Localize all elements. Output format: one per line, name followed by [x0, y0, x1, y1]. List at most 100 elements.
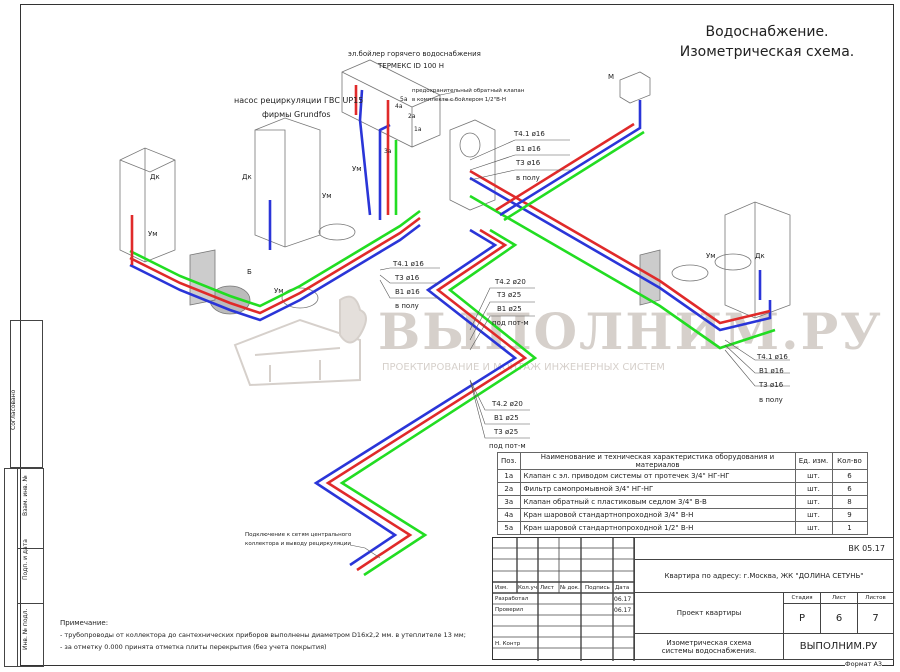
cell-name: Кран шаровой стандартнопроходной 3/4" В-…: [519, 508, 796, 522]
position-marker: 3а: [384, 148, 392, 155]
position-marker: 5а: [400, 96, 408, 103]
collector-cold: [378, 123, 391, 220]
pipe-label: в полу: [759, 396, 783, 404]
title-block-grid: [493, 538, 635, 661]
fixture-label: Дк: [242, 173, 252, 181]
fixture-label: Ум: [148, 230, 158, 238]
pipe-label: В1 ø16: [395, 288, 420, 296]
position-marker: 4а: [395, 103, 403, 110]
position-marker: 2а: [408, 113, 416, 120]
header-pos: Поз.: [497, 452, 521, 470]
header-qty: Кол-во: [831, 452, 868, 470]
cell-unit: шт.: [794, 508, 833, 522]
riser-hot-pipe: [325, 228, 528, 572]
cell-pos: 1а: [497, 469, 521, 483]
pipe-label: под пот-м: [492, 319, 529, 327]
riser-recirc-pipe: [339, 228, 538, 577]
sheets-value: 7: [857, 603, 894, 634]
right-hot-pipe: [469, 169, 771, 325]
pipe-label: Т3 ø25: [497, 291, 522, 299]
connection-label-1: Подключение к сетям центрального: [245, 532, 352, 538]
project-name: Проект квартиры: [634, 592, 784, 634]
company-name: ВЫПОЛНИМ.РУ: [783, 633, 894, 660]
pipe-label: Т3 ø16: [759, 381, 784, 389]
header-unit: Ед. изм.: [794, 452, 833, 470]
fixture-label: Дк: [755, 252, 765, 260]
page-title: Водоснабжение. Изометрическая схема.: [679, 24, 855, 60]
cell-unit: шт.: [794, 469, 833, 483]
col-doc: № док.: [560, 585, 580, 591]
address: Квартира по адресу: г.Москва, ЖК "ДОЛИНА…: [634, 559, 894, 593]
cell-unit: шт.: [794, 495, 833, 509]
norm-control-label: Н. Контр: [495, 641, 521, 647]
fixture-label: Ум: [706, 252, 716, 260]
m-hot-pipe: [495, 122, 635, 212]
fixture-label: Ум: [352, 165, 362, 173]
fixture-label: Б: [247, 268, 252, 276]
fixture-label: Ум: [274, 287, 284, 295]
valve-label-1: предохранительный обратный клапан: [412, 88, 525, 94]
right-recirc-pipe: [469, 194, 776, 350]
pipe-label: Т4.1 ø16: [757, 353, 788, 361]
shower-cabin-left: [119, 147, 176, 263]
drawing-frame: [20, 4, 894, 666]
drawing-name: Изометрическая схема системы водоснабжен…: [634, 633, 784, 660]
col-date: Дата: [615, 585, 630, 591]
left-hot-pipe: [129, 216, 421, 315]
format-label: Формат А3: [845, 660, 883, 668]
title-block: Изм. Кол.уч. Лист № док. Подпись Дата Ра…: [492, 537, 894, 661]
spec-table: Поз. Наименование и техническая характер…: [497, 452, 868, 535]
cell-name: Клапан обратный с пластиковым седлом 3/4…: [519, 495, 796, 509]
pipe-label: Т3 ø25: [494, 428, 519, 436]
sink-m: [619, 71, 651, 104]
connection-label-2: коллектора и выводу рециркуляции: [245, 541, 351, 547]
cell-qty: 6: [831, 482, 868, 496]
boiler: [341, 59, 441, 148]
cell-pos: 3а: [497, 495, 521, 509]
col-kol: Кол.уч.: [518, 585, 539, 591]
valve-label-2: в комплекте с бойлером 1/2"В-Н: [412, 97, 507, 103]
developed-label: Разработал: [495, 596, 529, 602]
drawing-code: ВК 05.17: [634, 537, 894, 560]
watermark-house-icon: [233, 295, 367, 387]
pipe-label: под пот-м: [489, 442, 526, 450]
note-item: - за отметку 0.000 принята отметка плиты…: [60, 643, 327, 651]
pipe-label: в полу: [516, 174, 540, 182]
pump-label-2: фирмы Grundfos: [262, 110, 331, 119]
cell-name: Фильтр самопромывной 3/4" НГ-НГ: [519, 482, 796, 496]
checked-label: Проверил: [495, 607, 524, 613]
cell-pos: 4а: [497, 508, 521, 522]
pipe-label: Т3 ø16: [516, 159, 541, 167]
fixture-label: Ум: [322, 192, 332, 200]
position-marker: 1а: [414, 126, 422, 133]
cell-qty: 9: [831, 508, 868, 522]
note-item: - трубопроводы от коллектора до сантехни…: [60, 631, 466, 639]
pipe-label: В1 ø16: [759, 367, 784, 375]
fixture-label: М: [608, 73, 615, 81]
cell-name: Кран шаровой стандартнопроходной 1/2" В-…: [519, 521, 796, 535]
toilet: [449, 119, 496, 211]
boiler-label-2: ТЕРМЕКС ID 100 Н: [378, 62, 444, 70]
cell-qty: 8: [831, 495, 868, 509]
pipe-label: Т3 ø16: [395, 274, 420, 282]
pump-label-1: насос рециркуляции ГВС UP15: [234, 96, 364, 105]
shower-cabin-right: [724, 201, 791, 319]
pipe-label: Т4.2 ø20: [492, 400, 523, 408]
cell-pos: 2а: [497, 482, 521, 496]
watermark-tagline: ПРОЕКТИРОВАНИЕ И МОНТАЖ ИНЖЕНЕРНЫХ СИСТЕ…: [382, 362, 665, 373]
fixture-label: Дк: [150, 173, 160, 181]
m-cold-pipe: [499, 100, 642, 217]
watermark-brand: ВЫПОЛНИМ.РУ: [378, 302, 883, 361]
boiler-label-1: эл.бойлер горячего водоснабжения: [348, 50, 481, 58]
pipe-label: в полу: [395, 302, 419, 310]
cell-unit: шт.: [794, 482, 833, 496]
side-stamp: Согласовано Взам. инв. № Подп. и дата Ин…: [4, 320, 44, 667]
cell-qty: 6: [831, 469, 868, 483]
cell-name: Клапан с эл. приводом системы от протече…: [519, 469, 796, 483]
shower-cabin-center: [254, 117, 321, 248]
col-izm: Изм.: [495, 585, 508, 591]
